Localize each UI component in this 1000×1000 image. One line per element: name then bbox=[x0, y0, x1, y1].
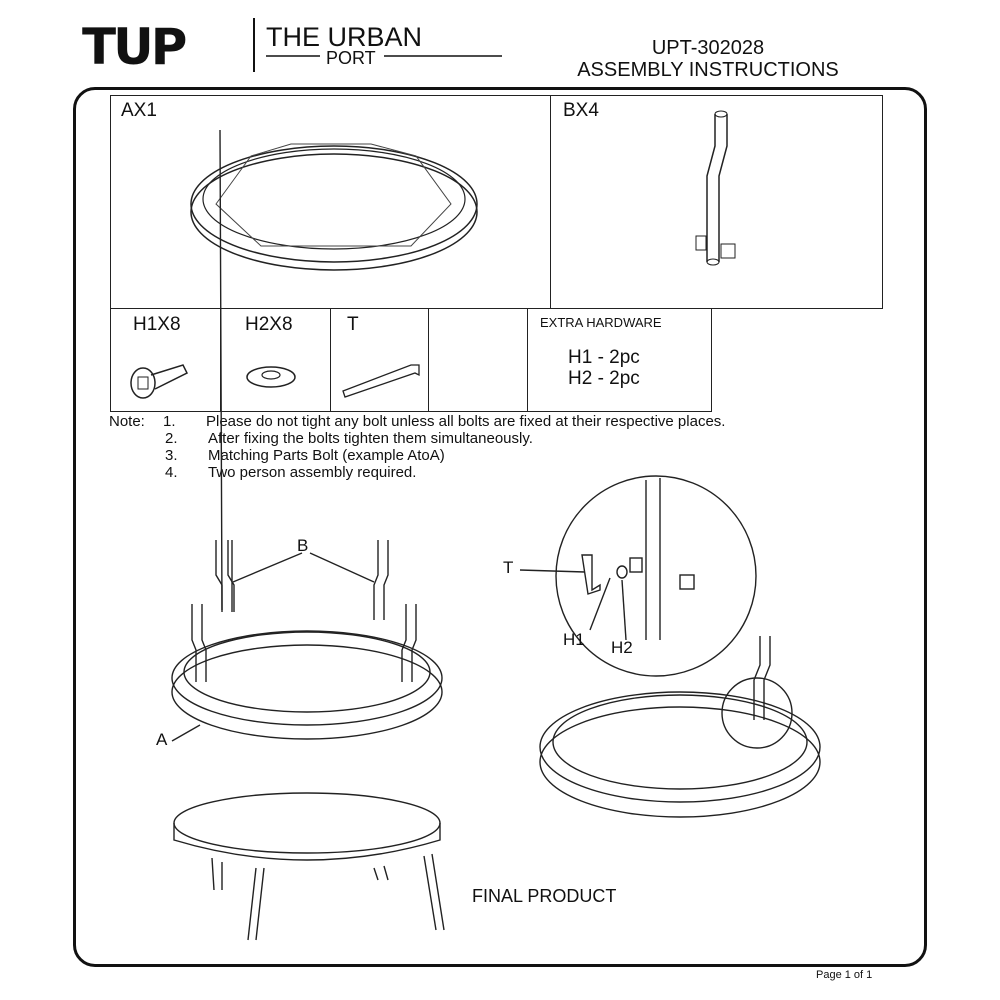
note-4-text: Two person assembly required. bbox=[208, 464, 417, 481]
note-2-text: After fixing the bolts tighten them simu… bbox=[208, 430, 533, 447]
svg-text:THE URBAN: THE URBAN bbox=[266, 22, 422, 52]
note-4-num: 4. bbox=[165, 464, 178, 481]
page-title: ASSEMBLY INSTRUCTIONS bbox=[577, 59, 839, 81]
label-a: A bbox=[156, 730, 168, 749]
final-product-label: FINAL PRODUCT bbox=[472, 886, 617, 906]
brand-logo: TUP THE URBAN PORT bbox=[82, 14, 512, 76]
svg-text:TUP: TUP bbox=[82, 18, 186, 76]
note-3-num: 3. bbox=[165, 447, 178, 464]
leg-icon bbox=[695, 110, 736, 266]
extra-hardware-cell: EXTRA HARDWARE H1 - 2pc H2 - 2pc bbox=[527, 308, 712, 412]
label-b: B bbox=[297, 536, 309, 555]
part-label-h2: H2X8 bbox=[245, 314, 293, 335]
part-cell-h1: H1X8 bbox=[110, 308, 221, 412]
extra-h2: H2 - 2pc bbox=[568, 368, 640, 389]
part-label-ax1: AX1 bbox=[121, 100, 157, 121]
svg-text:PORT: PORT bbox=[326, 48, 376, 68]
washer-icon bbox=[246, 366, 296, 388]
ring-frame-icon bbox=[190, 143, 478, 271]
bolt-icon bbox=[130, 364, 189, 399]
part-label-t: T bbox=[347, 314, 359, 335]
extra-hardware-title: EXTRA HARDWARE bbox=[540, 315, 662, 330]
content-frame bbox=[73, 87, 927, 967]
extra-h1: H1 - 2pc bbox=[568, 347, 640, 368]
allen-key-icon bbox=[342, 364, 420, 398]
note-1-text: Please do not tight any bolt unless all … bbox=[206, 413, 726, 430]
part-cell-bx4: BX4 bbox=[550, 95, 883, 309]
page-number: Page 1 of 1 bbox=[816, 969, 873, 981]
note-3-text: Matching Parts Bolt (example AtoA) bbox=[208, 447, 445, 464]
part-label-bx4: BX4 bbox=[563, 100, 599, 121]
part-label-h1: H1X8 bbox=[133, 314, 181, 335]
label-t: T bbox=[503, 558, 514, 577]
note-prefix: Note: bbox=[109, 413, 145, 430]
note-2-num: 2. bbox=[165, 430, 178, 447]
label-h1: H1 bbox=[563, 630, 585, 649]
note-1-num: 1. bbox=[163, 413, 176, 430]
product-code: UPT-302028 bbox=[651, 37, 765, 59]
label-h2: H2 bbox=[611, 638, 633, 657]
